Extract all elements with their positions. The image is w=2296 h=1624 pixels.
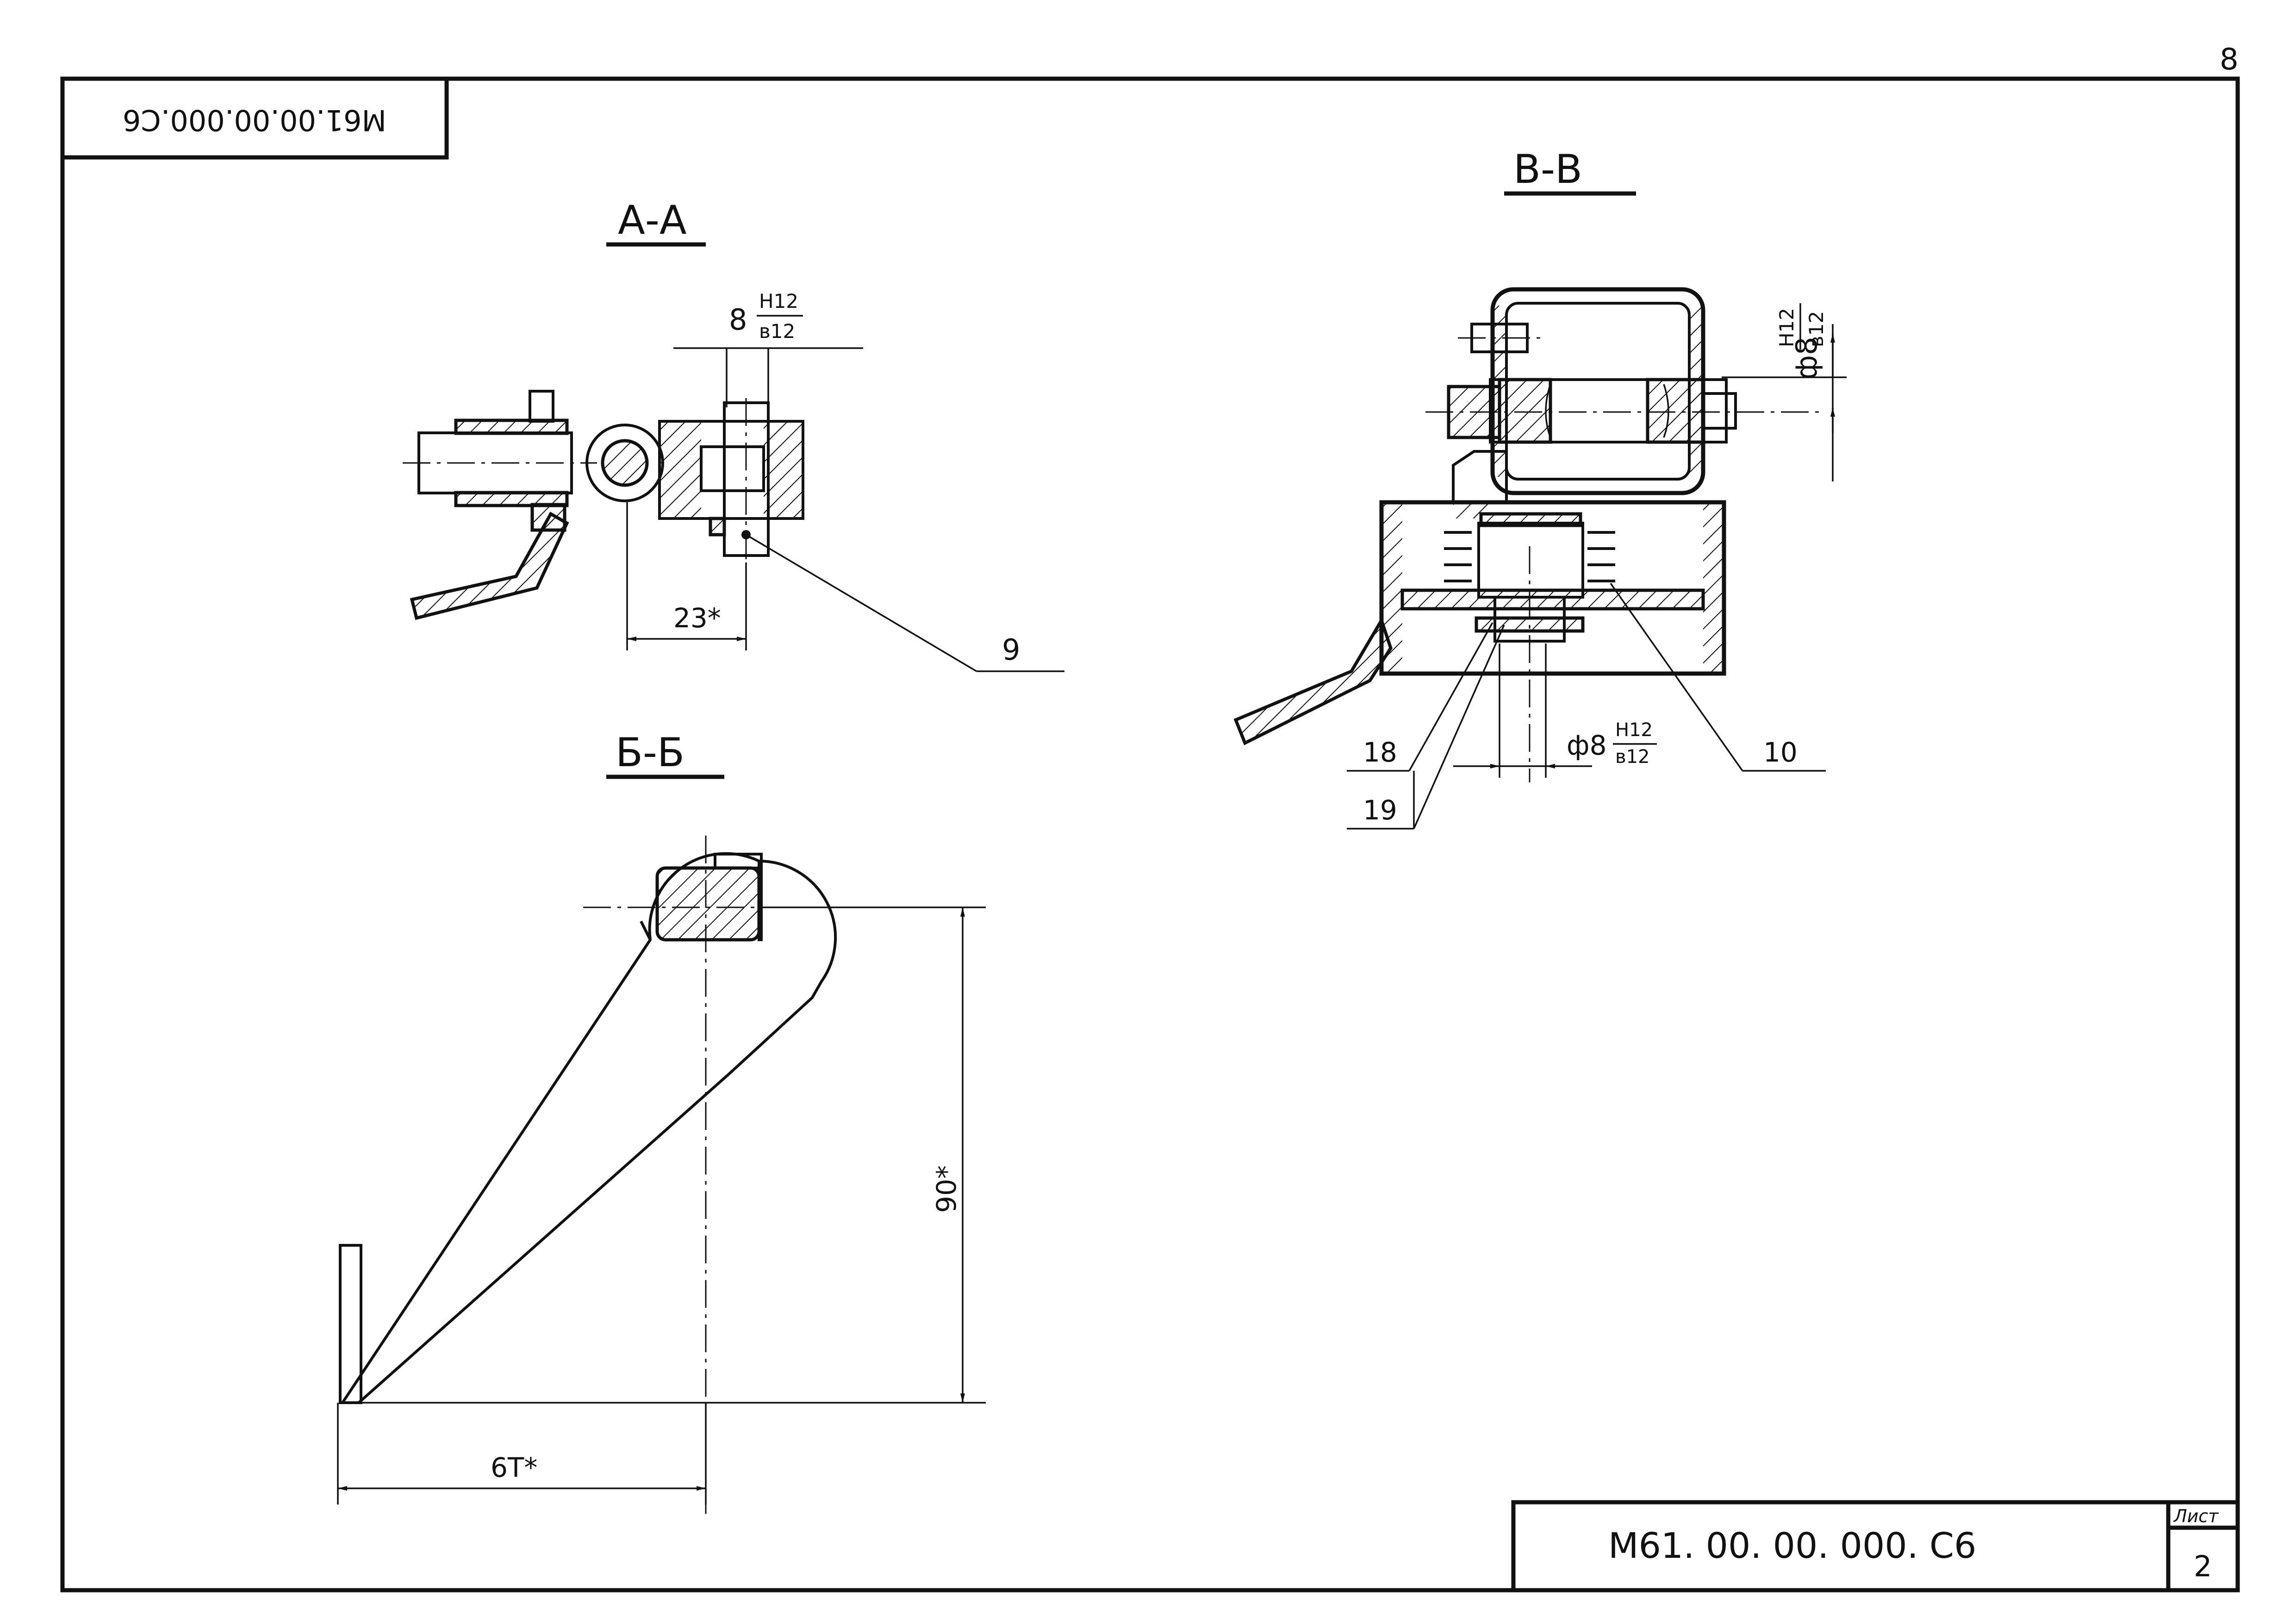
- title-sheet-number: 2: [2194, 1549, 2212, 1583]
- section-bb2: Б-Б 90* 6Т*: [337, 730, 986, 1514]
- section-aa: А-А 8 Н12 в12 23: [403, 197, 1064, 672]
- section-bb2-title: Б-Б: [616, 730, 684, 776]
- bb-fit-hole: Н12: [1775, 308, 1798, 347]
- bb2-dim-90: 90*: [931, 1165, 962, 1213]
- title-block: М61. 00. 00. 000. С6 Лист 2: [1511, 1500, 2240, 1593]
- rotated-stamp-text: М61.00.00.000.С6: [123, 103, 386, 137]
- bb-callout-18: 18: [1363, 737, 1397, 768]
- bb-callout-19: 19: [1363, 794, 1397, 826]
- bb2-dim-67: 6Т*: [491, 1452, 537, 1483]
- bb-fit-shaft: в12: [1805, 311, 1828, 347]
- sheet-corner-number: 8: [2220, 43, 2239, 77]
- aa-fit-shaft: в12: [759, 320, 795, 343]
- bb-fit2-shaft: в12: [1615, 746, 1649, 768]
- rotated-stamp: М61.00.00.000.С6: [62, 79, 449, 160]
- section-bb: В-В ф8 Н12 в12: [1233, 146, 1847, 830]
- title-designation: М61. 00. 00. 000. С6: [1608, 1525, 1976, 1566]
- aa-fit-size: 8: [729, 303, 747, 337]
- section-bb-title: В-В: [1513, 146, 1582, 193]
- section-aa-title: А-А: [618, 197, 687, 244]
- aa-dim-23: 23*: [673, 602, 721, 634]
- sheet-frame: [60, 76, 2240, 1593]
- aa-fit-hole: Н12: [759, 290, 798, 312]
- bb-callout-10: 10: [1763, 737, 1798, 768]
- bb-fit2-hole: Н12: [1615, 719, 1653, 741]
- bb-fit-phi: ф8: [1790, 337, 1823, 380]
- aa-callout-9: 9: [1002, 633, 1020, 667]
- title-sheet-label: Лист: [2173, 1506, 2219, 1526]
- bb-fit2-phi: ф8: [1567, 730, 1607, 761]
